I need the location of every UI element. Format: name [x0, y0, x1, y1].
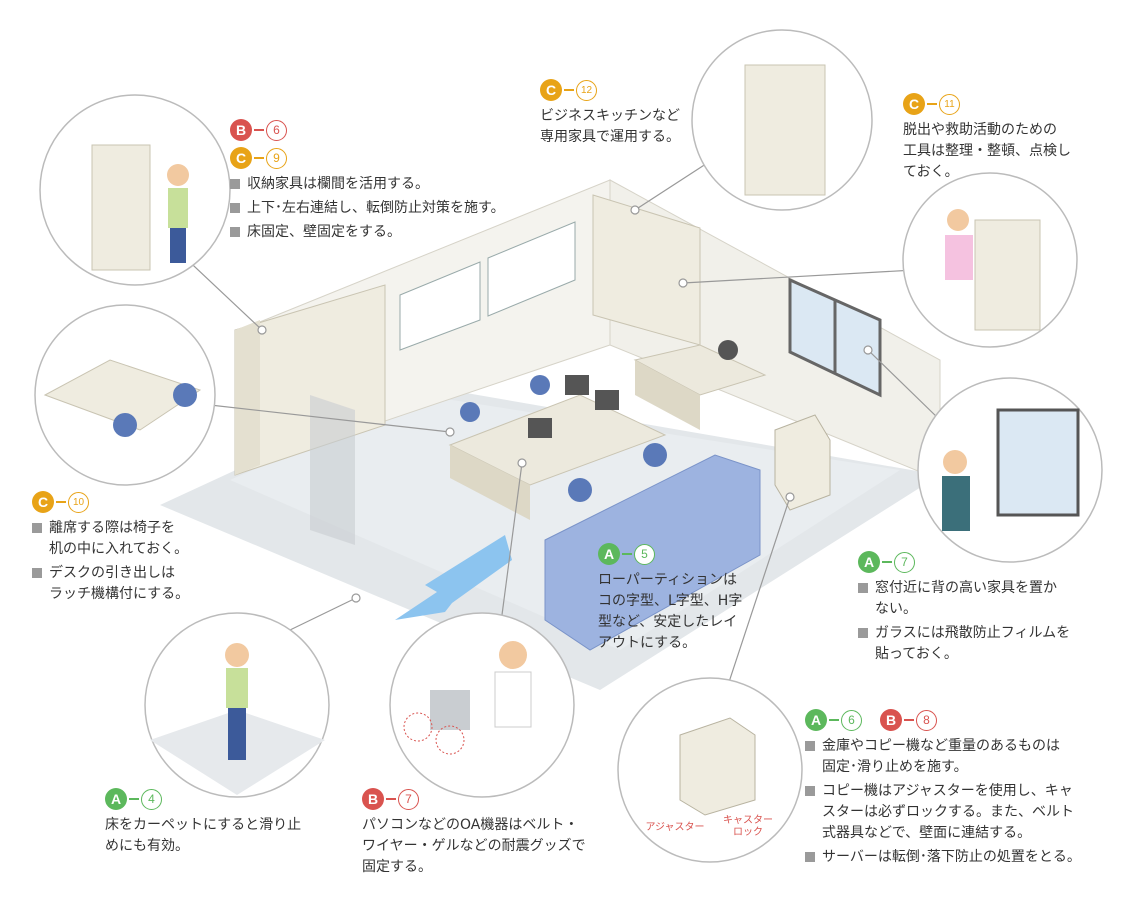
callout-b6-c9: B 6 C 9 収納家具は欄間を活用する。 上下･左右連結し、転倒防止対策を施す… [230, 118, 530, 243]
monitor-2 [595, 390, 619, 410]
monitor-1 [528, 418, 552, 438]
bullet-item: 離席する際は椅子を 机の中に入れておく。 [32, 518, 232, 560]
category-badge: A [858, 551, 880, 573]
chair-1 [460, 402, 480, 422]
bullet-item: 金庫やコピー機など重量のあるものは 固定･滑り止めを施す。 [805, 736, 1135, 778]
category-badge: A [598, 543, 620, 565]
wall-window-1 [399, 261, 481, 351]
copier [774, 414, 831, 511]
category-badge: C [230, 147, 252, 169]
floor-light [230, 395, 900, 650]
bullet-item: コピー機はアジャスターを使用し、キャ スターは必ずロックする。また、ベルト 式器… [805, 781, 1135, 844]
glass-partition [310, 395, 355, 545]
chair-4 [643, 443, 667, 467]
category-badge: A [805, 709, 827, 731]
category-badge: C [903, 93, 925, 115]
code-a4: A 4 [105, 787, 345, 811]
item-number: 7 [398, 788, 419, 810]
callout-a6-b8: A 6 B 8 金庫やコピー機など重量のあるものは 固定･滑り止めを施す。 コピ… [805, 708, 1135, 868]
callout-text: パソコンなどのOA機器はベルト・ ワイヤー・ゲルなどの耐震グッズで 固定する。 [362, 817, 586, 875]
bullet-item: サーバーは転倒･落下防止の処置をとる。 [805, 847, 1135, 868]
chair-5 [718, 340, 738, 360]
item-number: 11 [939, 93, 960, 115]
callout-b7: B 7 パソコンなどのOA機器はベルト・ ワイヤー・ゲルなどの耐震グッズで 固定… [362, 787, 622, 878]
category-badge: B [230, 119, 252, 141]
bullet-item: 収納家具は欄間を活用する。 [230, 174, 530, 195]
bullet-item: デスクの引き出しは ラッチ機構付にする。 [32, 563, 232, 605]
wall-window-2 [487, 221, 576, 317]
code-c11: C 11 [903, 92, 1138, 116]
callout-c10: C 10 離席する際は椅子を 机の中に入れておく。 デスクの引き出しは ラッチ機… [32, 490, 232, 605]
code-c10: C 10 [32, 490, 232, 514]
bullet-item: 上下･左右連結し、転倒防止対策を施す。 [230, 198, 530, 219]
callout-text: ローパーティションは コの字型、L字型、H字 型など、安定したレイ アウトにする… [598, 572, 743, 651]
callout-text: 脱出や救助活動のための 工具は整理・整頓、点検し ておく。 [903, 122, 1071, 180]
code-a5: A 5 [598, 542, 773, 566]
bullet-item: 床固定、壁固定をする。 [230, 222, 530, 243]
callout-c12: C 12 ビジネスキッチンなど 専用家具で運用する。 [540, 78, 720, 148]
code-c9: C 9 [230, 146, 530, 170]
code-b6: B 6 [230, 118, 530, 142]
bullet-item: ガラスには飛散防止フィルムを 貼っておく。 [858, 623, 1138, 665]
detail-circle-oa [389, 612, 575, 798]
item-number: 4 [141, 788, 162, 810]
callout-text: ビジネスキッチンなど 専用家具で運用する。 [540, 108, 680, 145]
bullet-item: 窓付近に背の高い家具を置か ない。 [858, 578, 1138, 620]
code-a6-b8: A 6 B 8 [805, 708, 1135, 732]
code-c12: C 12 [540, 78, 720, 102]
item-number: 6 [841, 709, 862, 731]
caster-lock-label: キャスター ロック [723, 815, 773, 838]
category-badge: B [362, 788, 384, 810]
callout-a7: A 7 窓付近に背の高い家具を置か ない。 ガラスには飛散防止フィルムを 貼って… [858, 550, 1138, 665]
desk-island [448, 394, 667, 486]
callout-a5: A 5 ローパーティションは コの字型、L字型、H字 型など、安定したレイ アウ… [598, 542, 773, 654]
category-badge: B [880, 709, 902, 731]
callout-text: 床をカーペットにすると滑り止 めにも有効。 [105, 817, 302, 854]
category-badge: C [32, 491, 54, 513]
category-badge: C [540, 79, 562, 101]
item-number: 5 [634, 543, 655, 565]
item-number: 8 [916, 709, 937, 731]
item-number: 9 [266, 147, 287, 169]
code-b7: B 7 [362, 787, 622, 811]
item-number: 10 [68, 491, 89, 513]
callout-a4: A 4 床をカーペットにすると滑り止 めにも有効。 [105, 787, 345, 857]
category-badge: A [105, 788, 127, 810]
item-number: 6 [266, 119, 287, 141]
chair-3 [568, 478, 592, 502]
item-number: 7 [894, 551, 915, 573]
monitor-3 [565, 375, 589, 395]
adjuster-label: アジャスター [645, 822, 705, 833]
item-number: 12 [576, 79, 597, 101]
callout-c11: C 11 脱出や救助活動のための 工具は整理・整頓、点検し ておく。 [903, 92, 1138, 183]
chair-2 [530, 375, 550, 395]
code-a7: A 7 [858, 550, 1138, 574]
evacuation-arrow [395, 535, 512, 620]
